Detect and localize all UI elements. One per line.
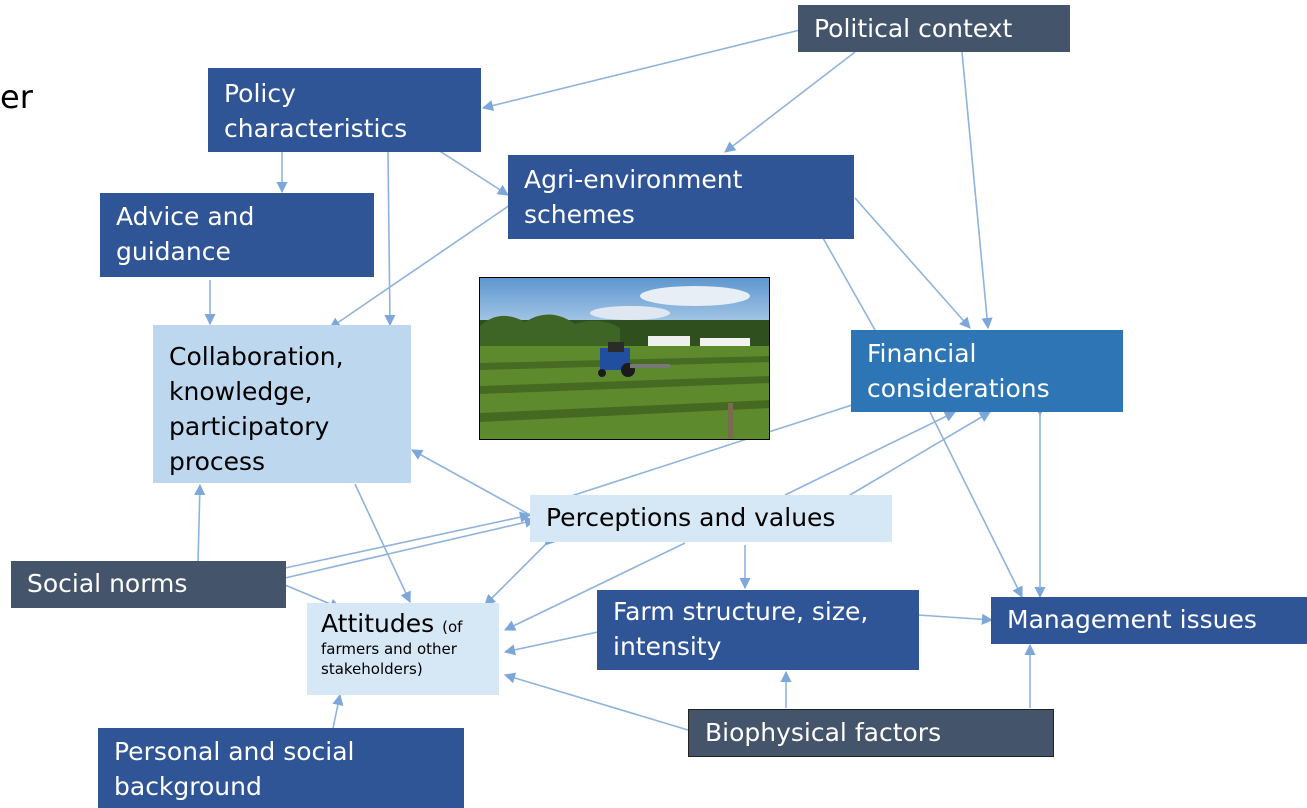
- arrow-farm-management: [907, 608, 994, 625]
- node-policy-characteristics-line1: Policy: [224, 79, 296, 108]
- node-agri-environment-line1: Agri-environment: [524, 165, 743, 194]
- node-financial-line2: considerations: [867, 374, 1050, 403]
- node-collaboration-line4: process: [169, 447, 266, 476]
- arrow-agri-financial: [854, 197, 971, 329]
- node-perceptions-label: Perceptions and values: [546, 503, 836, 532]
- arrow-collab-attitudes: [354, 483, 411, 604]
- node-biophysical-label: Biophysical factors: [705, 718, 942, 747]
- node-financial-line1: Financial: [867, 339, 977, 368]
- arrow-perceptions-attitudes: [484, 533, 557, 606]
- node-collaboration-line2: knowledge,: [169, 377, 313, 406]
- arrow-policy-agri: [434, 147, 509, 196]
- arrow-political-financial: [961, 51, 993, 330]
- arrow-social-perceptions-1: [284, 511, 532, 569]
- node-farm-structure: Farm structure, size, intensity: [597, 590, 919, 670]
- arrow-political-agri: [724, 51, 856, 153]
- node-attitudes-sub2: farmers and other: [321, 640, 457, 658]
- node-farm-structure-line2: intensity: [613, 632, 722, 661]
- node-personal-line1: Personal and social: [114, 737, 355, 766]
- node-social-norms: Social norms: [11, 561, 286, 608]
- tractor-field-photo: [479, 277, 770, 440]
- arrow-policy-collab: [384, 151, 396, 327]
- node-management-label: Management issues: [1007, 605, 1257, 634]
- node-collaboration-line1: Collaboration,: [169, 342, 344, 371]
- node-personal-social-background: Personal and social background: [98, 728, 464, 808]
- cropped-title-fragment: er: [0, 78, 33, 116]
- node-biophysical-factors: Biophysical factors: [688, 709, 1054, 757]
- node-collaboration-line3: participatory: [169, 412, 330, 441]
- arrow-bio-attitudes: [503, 672, 689, 731]
- line-financial-perceptions: [564, 404, 853, 499]
- arrow-social-collab: [194, 483, 206, 563]
- line-agri-financial-2: [822, 237, 876, 331]
- node-attitudes-sub1: (of: [442, 618, 463, 636]
- node-policy-characteristics: Policy characteristics: [208, 68, 481, 152]
- node-perceptions-values: Perceptions and values: [530, 495, 892, 542]
- arrow-agri-collab: [329, 204, 511, 329]
- arrow-perceptions-attitudes-2: [503, 542, 686, 631]
- node-personal-line2: background: [114, 772, 262, 801]
- node-management-issues: Management issues: [991, 597, 1307, 644]
- arrow-perceptions-financial-2: [849, 411, 991, 496]
- arrow-perceptions-financial-1: [784, 411, 957, 496]
- arrow-political-policy: [481, 29, 801, 112]
- node-advice-guidance-line1: Advice and: [116, 202, 255, 231]
- arrow-personal-attitudes: [332, 693, 344, 729]
- node-farm-structure-line1: Farm structure, size,: [613, 597, 869, 626]
- node-attitudes-line1: Attitudes (of: [321, 609, 499, 639]
- node-social-norms-label: Social norms: [27, 569, 188, 598]
- node-advice-guidance: Advice and guidance: [100, 193, 374, 277]
- node-advice-guidance-line2: guidance: [116, 237, 231, 266]
- node-agri-environment-line2: schemes: [524, 200, 635, 229]
- node-attitudes-title: Attitudes: [321, 609, 435, 638]
- node-financial-considerations: Financial considerations: [851, 330, 1123, 412]
- tractor-field-image: [480, 278, 769, 439]
- node-political-context: Political context: [798, 5, 1070, 52]
- arrow-perceptions-collab: [411, 449, 531, 516]
- arrow-financial-management-2: [929, 411, 1023, 599]
- arrow-social-perceptions-2: [284, 516, 537, 579]
- node-attitudes-sub3: stakeholders): [321, 660, 423, 678]
- node-attitudes: Attitudes (of farmers and other stakehol…: [307, 603, 499, 695]
- node-political-context-label: Political context: [814, 14, 1013, 43]
- node-collaboration: Collaboration, knowledge, participatory …: [153, 325, 411, 483]
- node-policy-characteristics-line2: characteristics: [224, 114, 408, 143]
- node-agri-environment: Agri-environment schemes: [508, 155, 854, 239]
- arrow-farm-attitudes: [503, 631, 599, 656]
